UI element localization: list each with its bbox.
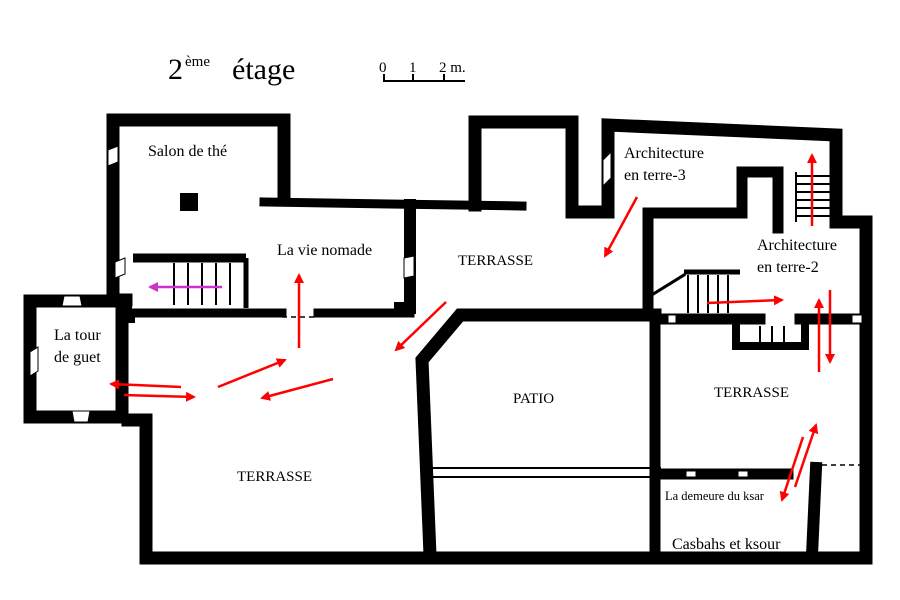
floor-superscript: ème bbox=[185, 54, 210, 70]
arrow-to-demeure bbox=[779, 436, 805, 502]
room-tour-line1: La tour bbox=[54, 327, 101, 344]
floor-title: 2 ème étage bbox=[168, 53, 295, 86]
room-tour-line2: de guet bbox=[54, 349, 101, 366]
room-terrasse-right: TERRASSE bbox=[714, 385, 789, 401]
room-demeure-du-ksar: La demeure du ksar bbox=[665, 489, 765, 503]
room-terrasse-top: TERRASSE bbox=[458, 253, 533, 269]
floor-number: 2 bbox=[168, 53, 183, 86]
stairs-top-right bbox=[795, 172, 832, 222]
arrow-from-terrasse bbox=[394, 301, 447, 352]
visit-arrows bbox=[109, 153, 835, 502]
arrow-from-archi3 bbox=[603, 196, 639, 258]
room-labels: Salon de thé La vie nomade La tour de gu… bbox=[54, 143, 837, 553]
wall-openings bbox=[29, 145, 863, 478]
arrow-diag-up bbox=[217, 358, 287, 389]
room-terrasse-left: TERRASSE bbox=[237, 469, 312, 485]
scale-bar: 0 1 2 m. bbox=[379, 60, 466, 82]
room-patio: PATIO bbox=[513, 391, 554, 407]
arrow-to-tour bbox=[109, 379, 182, 390]
floor-word: étage bbox=[232, 53, 295, 86]
room-casbahs-et-ksour: Casbahs et ksour bbox=[672, 536, 781, 553]
room-salon-de-the: Salon de thé bbox=[148, 143, 227, 160]
arrow-to-archi2 bbox=[706, 295, 784, 306]
room-archi3-line1: Architecture bbox=[624, 145, 704, 162]
room-archi2-line1: Architecture bbox=[757, 237, 837, 254]
arrow-from-demeure bbox=[793, 423, 819, 488]
arrow-from-tour bbox=[123, 391, 196, 402]
stairs-left bbox=[133, 253, 249, 308]
room-archi3-line2: en terre-3 bbox=[624, 167, 686, 184]
room-vie-nomade: La vie nomade bbox=[277, 242, 372, 259]
room-archi2-line2: en terre-2 bbox=[757, 259, 819, 276]
arrow-diag-back bbox=[260, 377, 334, 401]
scale-tick-0: 0 bbox=[379, 60, 387, 76]
scale-tick-1: 1 bbox=[409, 60, 417, 76]
pillar bbox=[180, 193, 198, 211]
stairs-mid-right bbox=[684, 269, 785, 342]
scale-tick-2: 2 m. bbox=[439, 60, 466, 76]
